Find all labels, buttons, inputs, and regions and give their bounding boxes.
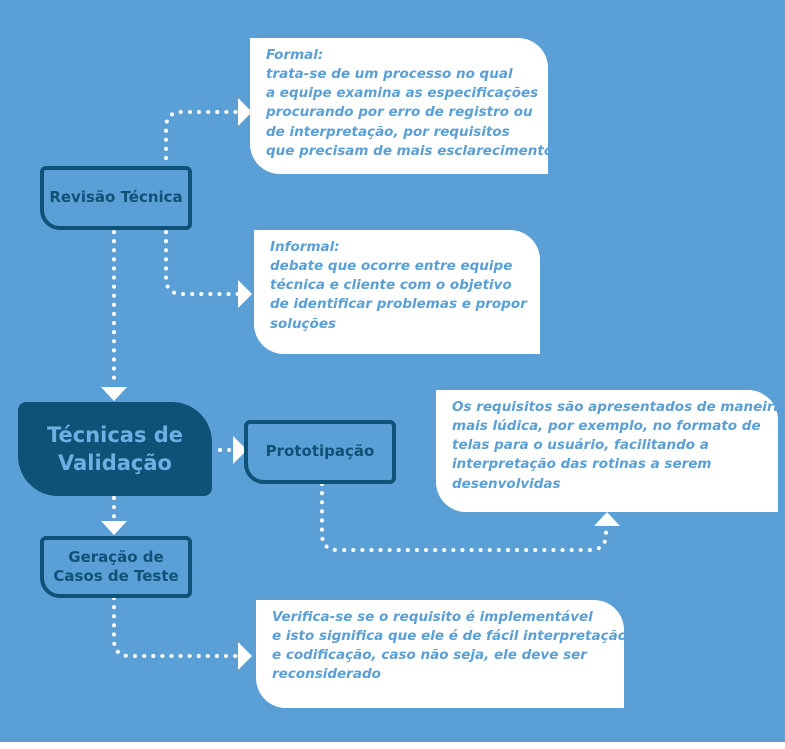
prototipacao-note-line: telas para o usuário, facilitando a <box>452 437 709 454</box>
geracao-note-line: reconsiderado <box>272 666 381 683</box>
formal-note-line: trata-se de um processo no qual <box>266 66 513 83</box>
arrow-to-informal <box>238 280 252 308</box>
informal-note-line: de identificar problemas e propor <box>270 296 527 313</box>
arrow-to-prototipacao <box>233 436 247 464</box>
arrow-to-main <box>101 387 127 401</box>
formal-note-line: de interpretação, por requisitos <box>266 123 510 140</box>
geracao-note-line: Verifica-se se o requisito é implementáv… <box>272 609 593 625</box>
geracao-note-line: e isto significa que ele é de fácil inte… <box>272 628 627 645</box>
prototipacao-box: Prototipação <box>244 420 396 484</box>
formal-note-line: Formal: <box>266 47 324 63</box>
arrow-to-geracao <box>101 521 127 535</box>
prototipacao-label: Prototipação <box>265 442 375 461</box>
connector-geracao-note <box>112 596 242 658</box>
prototipacao-note-line: desenvolvidas <box>452 475 561 492</box>
connector-revisao-formal <box>164 110 242 160</box>
informal-note-line: Informal: <box>270 239 340 255</box>
arrow-to-formal <box>238 98 252 126</box>
formal-note-line: a equipe examina as especificações <box>266 85 539 102</box>
connector-revisao-informal <box>164 230 242 296</box>
informal-note: Informal: debate que ocorre entre equipe… <box>254 230 540 354</box>
geracao-label-line: Casos de Teste <box>53 567 179 585</box>
geracao-label-line: Geração de <box>68 547 164 566</box>
arrow-to-proto-note <box>594 512 620 526</box>
main-label-line: Validação <box>58 451 172 475</box>
informal-note-line: técnica e cliente com o objetivo <box>270 277 512 294</box>
prototipacao-note-line: mais lúdica, por exemplo, no formato de <box>452 418 761 435</box>
geracao-note-line: e codificação, caso não seja, ele deve s… <box>272 647 587 664</box>
tecnicas-validacao-box: Técnicas de Validação <box>18 402 212 496</box>
main-label-line: Técnicas de <box>46 422 184 447</box>
prototipacao-note-line: interpretação das rotinas a serem <box>452 456 712 473</box>
formal-note: Formal: trata-se de um processo no qual … <box>250 38 554 174</box>
formal-note-line: procurando por erro de registro ou <box>266 104 533 121</box>
formal-note-line: que precisam de mais esclarecimento <box>266 142 554 159</box>
prototipacao-note: Os requisitos são apresentados de maneir… <box>436 390 783 512</box>
geracao-casos-teste-box: Geração de Casos de Teste <box>40 536 192 598</box>
geracao-note: Verifica-se se o requisito é implementáv… <box>256 600 627 708</box>
informal-note-line: debate que ocorre entre equipe <box>270 258 513 275</box>
informal-note-line: soluções <box>270 315 337 332</box>
arrow-to-geracao-note <box>238 642 252 670</box>
prototipacao-note-line: Os requisitos são apresentados de maneir… <box>452 399 783 415</box>
revisao-tecnica-label: Revisão Técnica <box>49 188 183 207</box>
connector-prototipacao-note <box>320 482 608 552</box>
revisao-tecnica-box: Revisão Técnica <box>40 166 192 230</box>
